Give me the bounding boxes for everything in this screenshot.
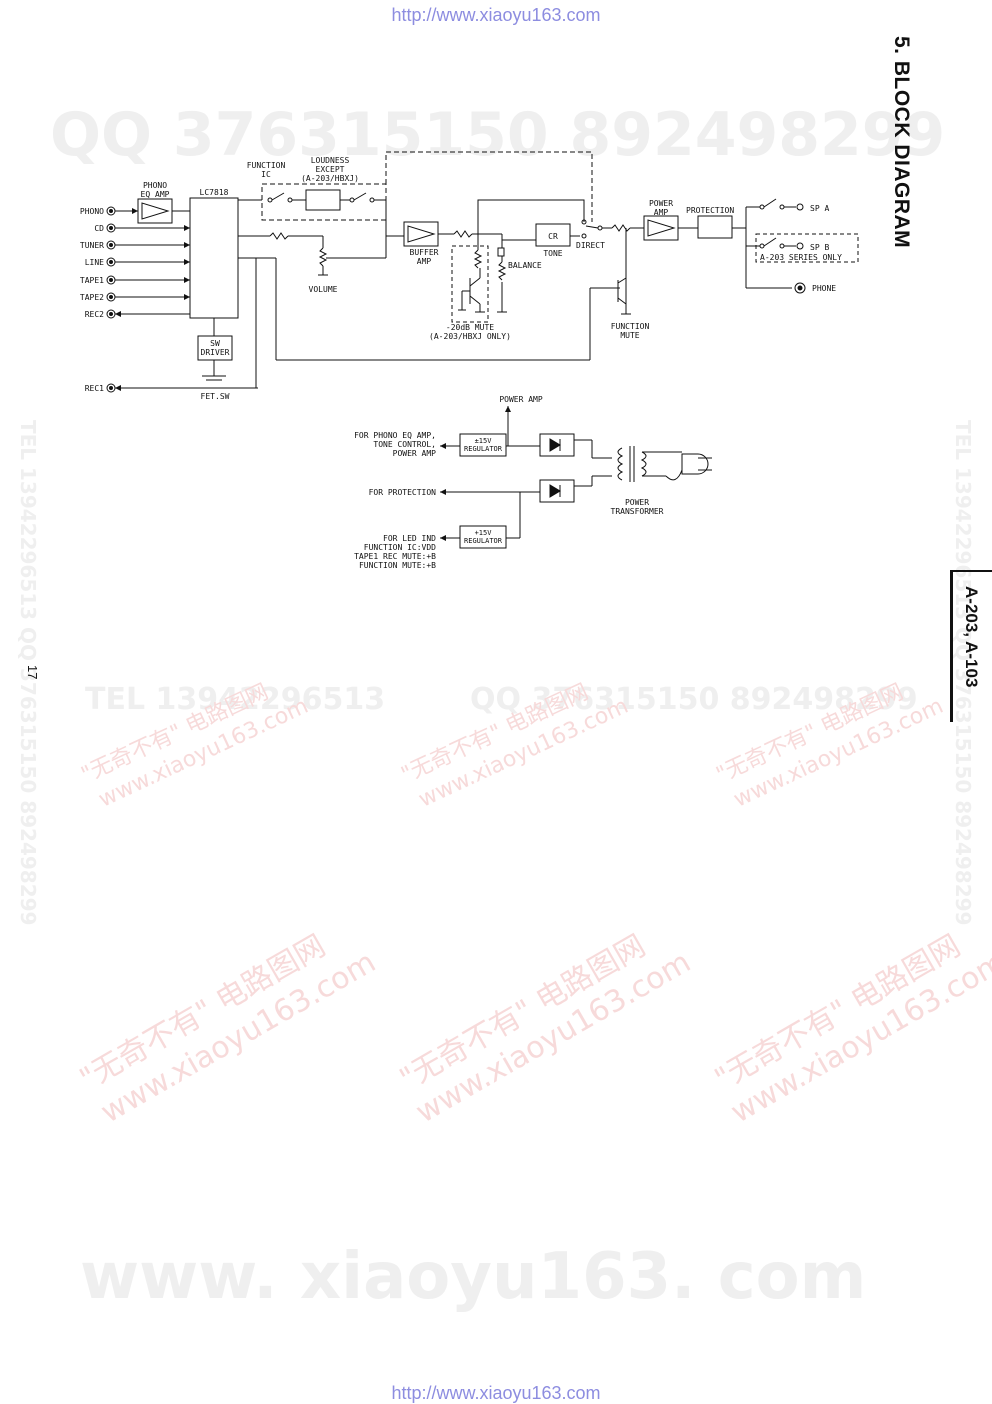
mute-20db-group — [451, 245, 489, 323]
power-transformer — [617, 446, 712, 482]
sp-b-group — [755, 233, 859, 263]
watermark-site-big: www. xiaoyu163. com — [80, 1240, 867, 1314]
input-label-tape1: TAPE1 — [80, 276, 104, 285]
input-jack-line — [106, 257, 190, 267]
label-balance: BALANCE — [508, 261, 542, 270]
label-sp-b-note: A-203 SERIES ONLY — [760, 253, 842, 262]
label-selector: LC7818 — [200, 188, 229, 197]
output-jack-rec1 — [106, 383, 258, 393]
model-tab-top-rule — [950, 570, 992, 572]
page-number: 17 — [25, 665, 40, 680]
phone-jack — [794, 282, 806, 294]
watermark-tel-mid: TEL 13942296513 — [85, 682, 386, 717]
function-ic-group — [261, 183, 387, 221]
input-label-cd: CD — [94, 224, 104, 233]
label-volume: VOLUME — [309, 285, 338, 294]
input-jack-tape2 — [106, 292, 190, 302]
input-label-tuner: TUNER — [80, 241, 104, 250]
input-jack-tuner — [106, 240, 190, 250]
model-tab-rule — [950, 570, 953, 722]
header-url[interactable]: http://www.xiaoyu163.com — [391, 5, 601, 25]
sw-driver-block — [197, 335, 233, 361]
input-label-phono: PHONO — [80, 207, 104, 216]
rectifier-1 — [539, 433, 575, 457]
model-label: A-203, A-103 — [962, 586, 981, 688]
label-for-phono: FOR PHONO EQ AMP,TONE CONTROL,POWER AMP — [354, 431, 436, 458]
cr-tone-block — [535, 223, 571, 247]
label-cr: CR — [548, 232, 558, 241]
input-jack-tape1 — [106, 275, 190, 285]
protection-block — [697, 215, 733, 239]
label-sp-a: SP A — [810, 204, 829, 213]
label-tone: TONE — [543, 249, 562, 258]
label-mute-20db: -20dB MUTE(A-203/HBXJ ONLY) — [429, 323, 511, 341]
watermark-qq-mid: QQ 376315150 892498299 — [470, 682, 918, 717]
input-label-rec1: REC1 — [85, 384, 104, 393]
selector-block — [189, 197, 239, 319]
input-jack-cd — [106, 223, 190, 233]
label-phone: PHONE — [812, 284, 836, 293]
label-direct: DIRECT — [576, 241, 605, 250]
label-ps-power-amp: POWER AMP — [499, 395, 543, 404]
block-diagram: PHONO CD TUNER LINE TAPE1 TAPE2 REC2 REC… — [80, 151, 859, 570]
input-label-rec2: REC2 — [85, 310, 104, 319]
label-fet-sw: FET.SW — [201, 392, 230, 401]
input-label-line: LINE — [85, 258, 104, 267]
label-protection: PROTECTION — [686, 206, 734, 215]
watermark-qq-top: QQ 376315150 892498299 — [50, 100, 946, 170]
label-for-protection: FOR PROTECTION — [369, 488, 437, 497]
loudness-block — [305, 189, 341, 211]
label-sp-b: SP B — [810, 243, 829, 252]
footer-url[interactable]: http://www.xiaoyu163.com — [391, 1383, 601, 1403]
rectifier-2 — [539, 479, 575, 503]
input-label-tape2: TAPE2 — [80, 293, 104, 302]
regulator-15v — [459, 525, 507, 549]
regulator-15v-dual — [459, 433, 507, 457]
